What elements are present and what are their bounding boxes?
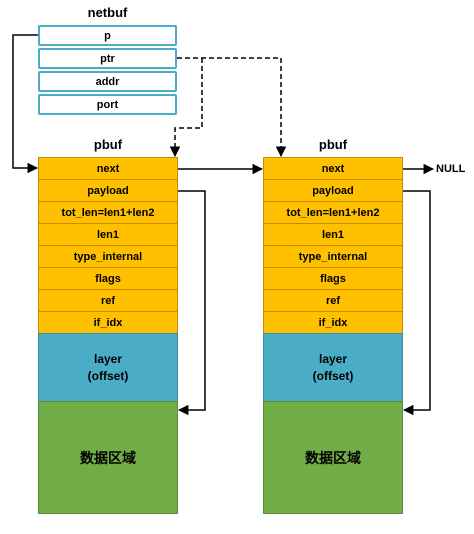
pbuf1: next payload tot_len=len1+len2 len1 type… (38, 157, 178, 514)
pbuf1-field-if-idx: if_idx (38, 311, 178, 334)
pbuf1-field-type-internal: type_internal (38, 245, 178, 268)
pbuf2-field-next: next (263, 157, 403, 180)
pbuf1-layer-label: layer (93, 351, 123, 366)
pbuf2-title: pbuf (318, 137, 348, 152)
pbuf2-data-area: 数据区域 (263, 401, 403, 514)
netbuf-field-port: port (38, 94, 177, 115)
null-label: NULL (436, 163, 466, 175)
pbuf2-layer: layer (offset) (263, 333, 403, 402)
ptr-to-pbuf2-arrow (177, 57, 287, 158)
pbuf2-payload-arrow (402, 190, 431, 416)
pbuf1-data-area: 数据区域 (38, 401, 178, 514)
pbuf2-field-payload: payload (263, 179, 403, 202)
pbuf2-layer-offset: (offset) (312, 368, 354, 383)
ptr-to-pbuf1-arrow (169, 58, 203, 158)
pbuf1-field-payload: payload (38, 179, 178, 202)
pbuf2: next payload tot_len=len1+len2 len1 type… (263, 157, 403, 514)
pbuf1-layer-offset: (offset) (87, 368, 129, 383)
pbuf1-title: pbuf (93, 137, 123, 152)
netbuf-field-addr: addr (38, 71, 177, 92)
p-to-pbuf1-arrow (12, 34, 39, 174)
netbuf-title: netbuf (87, 5, 128, 20)
netbuf-field-p: p (38, 25, 177, 46)
netbuf-field-ptr: ptr (38, 48, 177, 69)
pbuf1-layer: layer (offset) (38, 333, 178, 402)
pbuf1-payload-arrow (177, 190, 206, 416)
pbuf2-layer-label: layer (318, 351, 348, 366)
pbuf2-field-tot-len: tot_len=len1+len2 (263, 201, 403, 224)
